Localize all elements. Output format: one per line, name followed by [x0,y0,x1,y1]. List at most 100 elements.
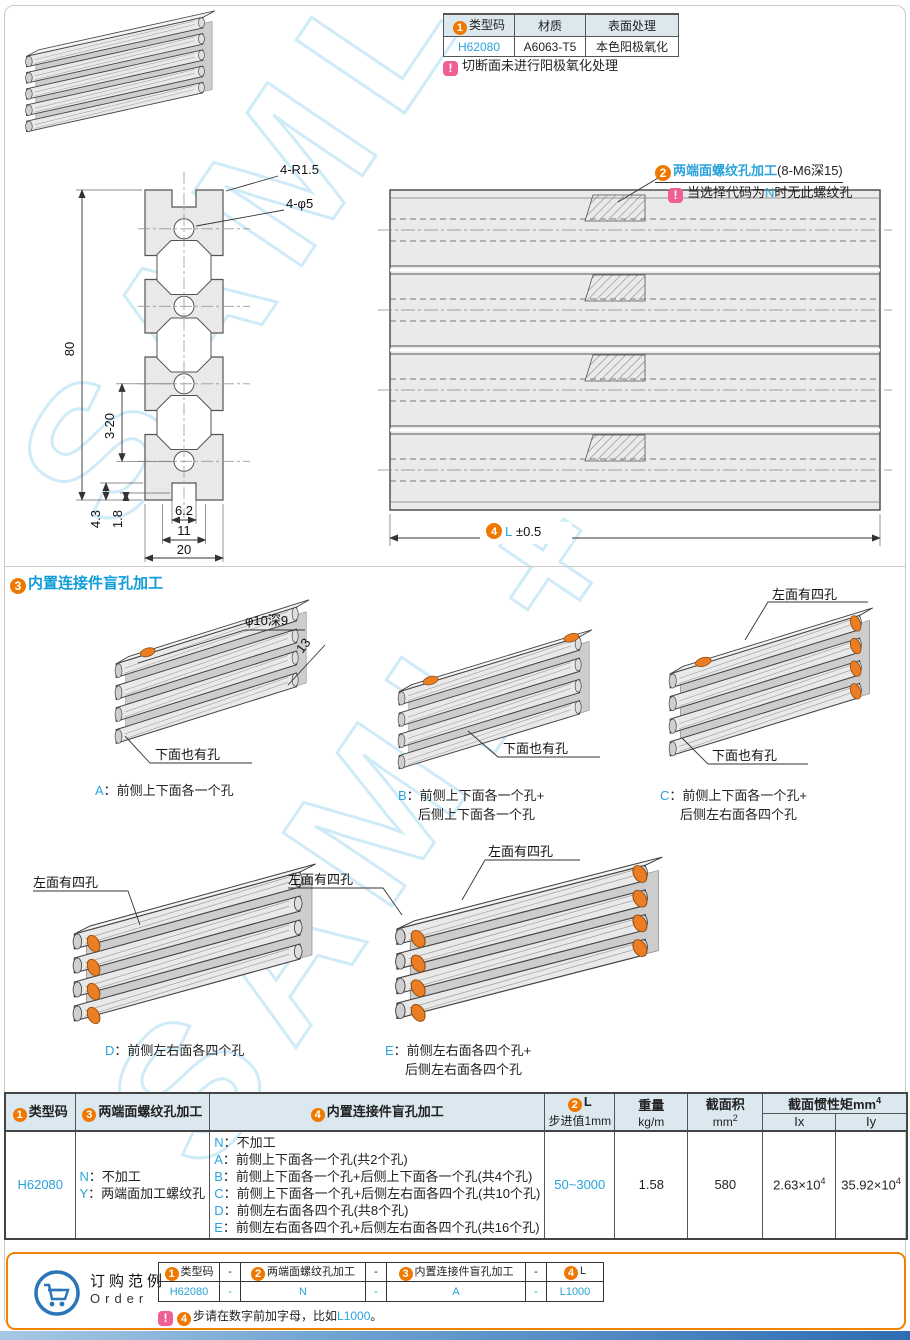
circle-4-icon: 4 [563,1265,578,1280]
order-dash: - [365,1262,387,1282]
bottom-holes-label-c: 下面也有孔 [712,748,778,763]
variant-a-drawing [114,599,310,744]
thread-sections [584,194,646,462]
left-four-holes-label-e2: 左面有四孔 [488,844,554,859]
order-value-thread: N [240,1281,366,1302]
warning-icon: ! [668,188,683,203]
material-value: A6063-T5 [514,36,586,57]
order-dash: - [219,1262,241,1282]
circle-3-icon: 3 [10,578,26,594]
order-title-cn: 订购范例 [90,1273,167,1290]
circle-3-icon: 3 [82,1108,97,1123]
dimension-labels: 80 3-20 4.3 1.8 6.2 11 20 4-R1.5 4-φ5 [62,162,319,557]
variant-e-drawing [395,856,663,1022]
spec-type-code[interactable]: H62080 [4,1130,76,1239]
spec-length-range: 50~3000 [544,1130,616,1239]
spec-header-iy: Iy [835,1113,908,1132]
bottom-holes-label-a: 下面也有孔 [155,747,221,762]
order-dash: - [365,1281,387,1302]
spec-header-ix: Ix [762,1113,837,1132]
spec-ix: 2.63×104 [762,1130,837,1239]
order-title-en: Order [90,1291,149,1306]
variant-c-drawing [668,607,874,757]
anodize-note: !切断面未进行阳极氧化处理 [443,55,618,76]
l-dimension-label: 4 L ±0.5 [486,523,541,539]
material-header: 材质 [514,13,586,37]
cross-section-drawing: 80 3-20 4.3 1.8 6.2 11 20 4-R1.5 4-φ5 [62,162,319,562]
left-four-holes-label-e1: 左面有四孔 [288,872,354,887]
circle-4-icon: 4 [491,526,498,538]
variant-d-caption: D：前侧左右面各四个孔 [105,1043,245,1058]
variant-c-caption: C：前侧上下面各一个孔+ 后侧左右面各四个孔 [660,788,807,822]
circle-1-icon: 1 [12,1108,27,1123]
dim-4-3: 4.3 [88,510,103,528]
blind-hole-spec-label: φ10深9 [245,613,289,628]
order-dash: - [525,1281,547,1302]
axis-centerlines [378,229,892,471]
product-photo [25,10,216,133]
circle-2-icon: 2 [567,1098,582,1113]
spec-area: 580 [687,1130,764,1239]
variant-b-caption: B：前侧上下面各一个孔+ 后侧上下面各一个孔 [398,788,545,822]
dim-80: 80 [62,342,77,356]
type-code-value[interactable]: H62080 [443,36,515,57]
l-label-bg [480,522,572,544]
l-extension-lines [389,514,881,546]
circle-1-icon: 1 [164,1267,179,1281]
hole-label: 4-φ5 [286,196,313,211]
fillet-label: 4-R1.5 [280,162,319,177]
circle-2-icon: 2 [251,1267,265,1281]
spec-thread-options: N：不加工 Y：两端面加工螺纹孔 [74,1130,211,1239]
left-four-holes-label-c: 左面有四孔 [772,587,838,602]
spec-blind-options: N：不加工 A：前侧上下面各一个孔(共2个孔) B：前侧上下面各一个孔+后侧上下… [209,1130,546,1239]
footer-bar [0,1331,910,1340]
bottom-holes-label-b: 下面也有孔 [503,741,569,756]
centerlines [138,172,250,518]
warning-icon: ! [158,1311,173,1326]
dim-1-8: 1.8 [110,510,125,528]
left-four-holes-label-d: 左面有四孔 [33,875,99,890]
grooves [390,265,880,435]
surface-value: 本色阳极氧化 [585,36,679,57]
order-dash: - [219,1281,241,1302]
order-value-length: L1000 [546,1281,604,1302]
dim-6-2: 6.2 [175,503,193,518]
circle-4-icon: 4 [177,1312,191,1326]
variant-d-drawing [72,863,316,1025]
warning-icon: ! [443,61,458,76]
variant-e-caption: E：前侧左右面各四个孔+ 后侧左右面各四个孔 [385,1043,532,1077]
circle-4-icon: 4 [310,1108,325,1123]
variant-a-caption: A：前侧上下面各一个孔 [95,783,234,798]
order-dash: - [525,1262,547,1282]
circle-1-icon: 1 [452,21,467,35]
callout-leader [617,177,659,203]
circle-3-icon: 3 [398,1267,413,1281]
dimension-lines [78,175,285,562]
dim-3-20: 3-20 [102,413,117,439]
surface-header: 表面处理 [585,13,679,37]
circle-2-icon: 2 [655,165,671,181]
section-divider [5,566,905,567]
l-tolerance: ±0.5 [516,524,541,539]
variant-b-drawing [397,629,593,770]
order-value-blind: A [386,1281,526,1302]
thread-note: !当选择代码为N时无此螺纹孔 [668,182,852,203]
dim-20: 20 [177,542,191,557]
